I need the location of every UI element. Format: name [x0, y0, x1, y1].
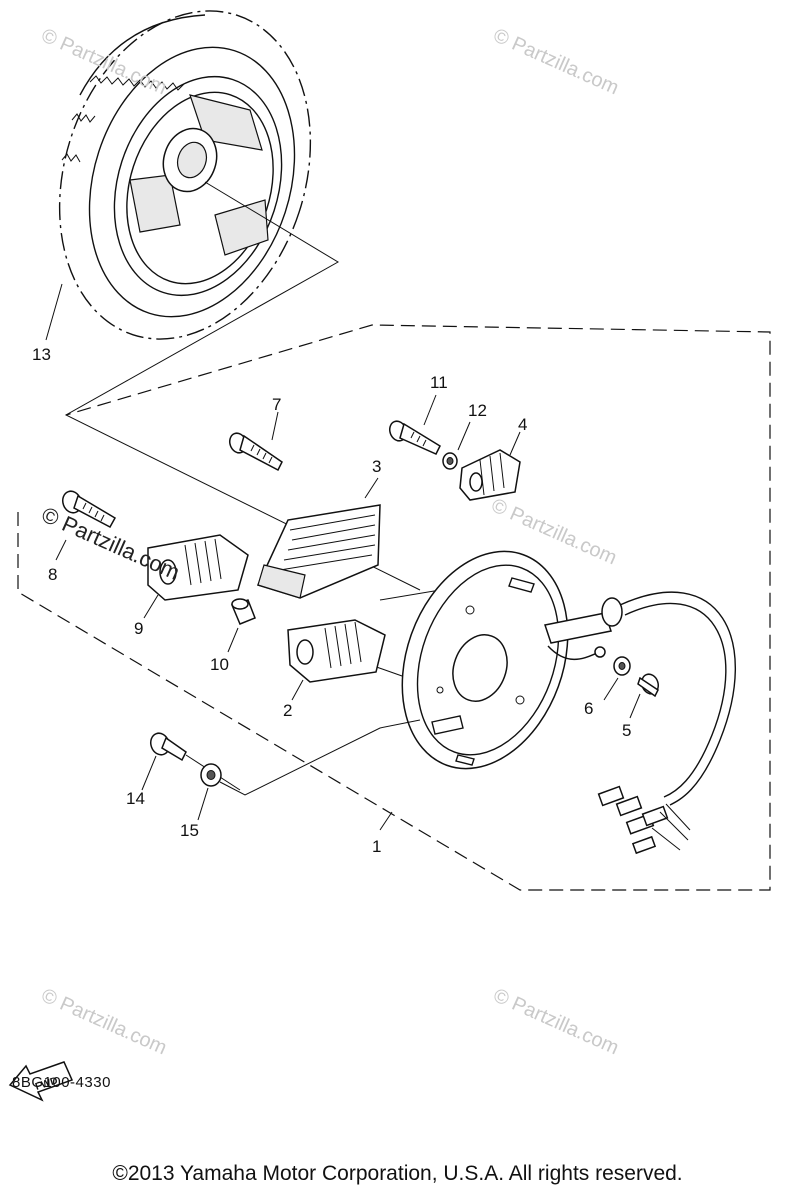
part-15-washer: [197, 719, 421, 821]
callout-2: 2: [283, 701, 292, 720]
callout-5: 5: [622, 721, 631, 740]
part-9-pickup-coil: [143, 534, 249, 619]
part-3-source-coil: [256, 477, 381, 599]
part-1-stator-base-plate: [401, 550, 736, 855]
callout-4: 4: [518, 415, 527, 434]
assembly-guide-lines: [17, 181, 771, 891]
part-6-washer: [603, 656, 631, 701]
watermark-partzilla-strong: © Partzilla.com: [38, 502, 184, 585]
callout-10: 10: [210, 655, 229, 674]
part-5-screw: [629, 673, 660, 719]
callout-8: 8: [48, 565, 57, 584]
callout-15: 15: [180, 821, 199, 840]
copyright-notice: ©2013 Yamaha Motor Corporation, U.S.A. A…: [112, 1162, 683, 1185]
callout-9: 9: [134, 619, 143, 638]
part-2-pickup-coil: [287, 619, 386, 701]
part-13-flywheel-rotor: [45, 10, 312, 341]
callout-3: 3: [372, 457, 381, 476]
watermark-partzilla: © Partzilla.com: [490, 984, 622, 1059]
callout-12: 12: [468, 401, 487, 420]
callout-6: 6: [584, 699, 593, 718]
part-11-screw: [388, 394, 441, 455]
callout-labels: 1 2 3 4 5 6 7 8 9 10 11 12 13 14 15: [32, 345, 631, 856]
watermark-partzilla: © Partzilla.com: [490, 24, 622, 99]
callout-7: 7: [272, 395, 281, 414]
callout-11: 11: [430, 373, 448, 392]
part-12-washer: [442, 421, 471, 470]
part-7-screw: [228, 411, 283, 472]
watermark-partzilla: © Partzilla.com: [38, 24, 170, 99]
part-14-screw: [141, 732, 241, 791]
diagram-code: 8BG100-4330: [12, 1074, 111, 1091]
callout-13: 13: [32, 345, 51, 364]
watermark-partzilla: © Partzilla.com: [38, 984, 170, 1059]
part-10-collar: [227, 598, 256, 653]
callout-1: 1: [372, 837, 381, 856]
part-4-lighting-coil: [459, 431, 521, 501]
part-8-screw: [55, 490, 117, 561]
callout-14: 14: [126, 789, 145, 808]
part-1-leader: [379, 811, 393, 831]
